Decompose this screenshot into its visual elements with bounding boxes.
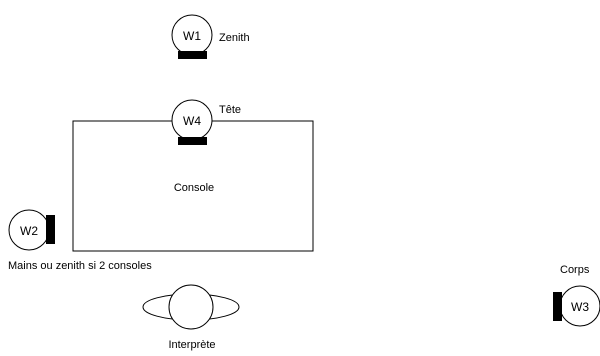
webcam-w1-id: W1 (183, 29, 201, 43)
webcam-w3-mount (553, 292, 562, 321)
performer-figure: Interprète (142, 284, 240, 351)
webcam-w2-label: Mains ou zenith si 2 consoles (8, 260, 152, 272)
performer-label: Interprète (168, 339, 215, 351)
console-label: Console (174, 182, 214, 194)
performer-head (168, 284, 214, 330)
webcam-w2: W2 Mains ou zenith si 2 consoles (8, 209, 152, 272)
webcam-w1: W1 Zenith (171, 14, 250, 59)
webcam-w3: W3 Corps (553, 264, 600, 327)
webcam-w4-mount (178, 137, 207, 145)
webcam-w4: W4 Tête (171, 99, 241, 145)
webcam-w4-id: W4 (183, 114, 201, 128)
webcam-w3-label: Corps (560, 264, 590, 276)
webcam-w2-id: W2 (20, 224, 38, 238)
webcam-w1-label: Zenith (219, 32, 250, 44)
webcam-w2-mount (46, 215, 55, 244)
webcam-w3-id: W3 (571, 300, 589, 314)
webcam-w4-label: Tête (219, 104, 241, 116)
webcam-w1-mount (178, 51, 207, 59)
